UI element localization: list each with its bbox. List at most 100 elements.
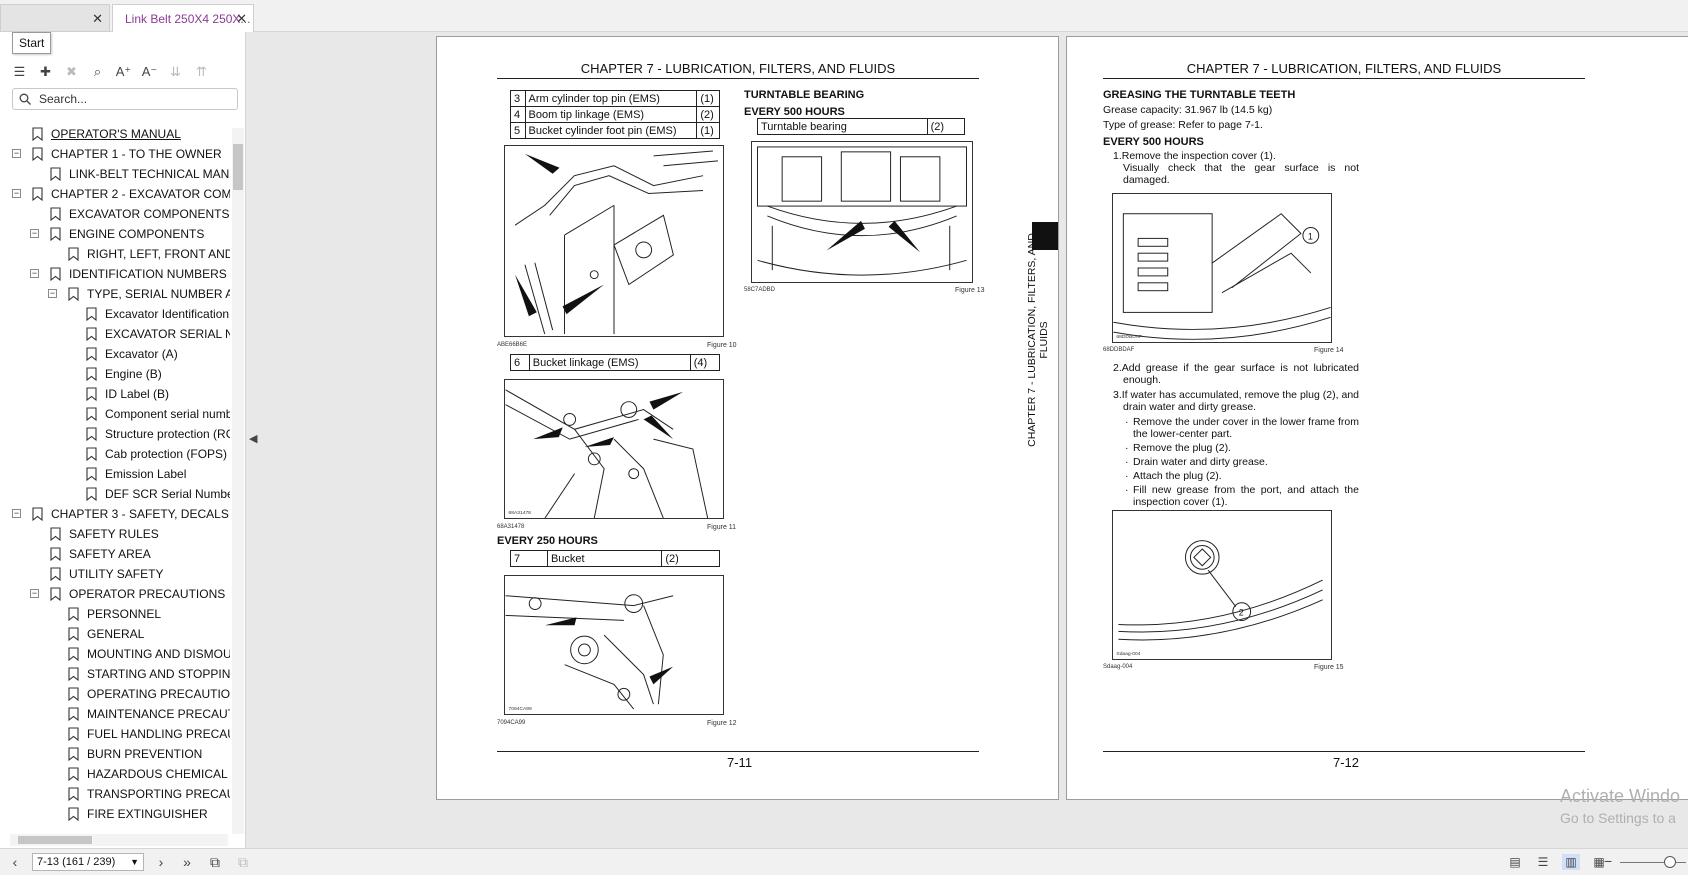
section-heading: EVERY 500 HOURS bbox=[1103, 136, 1204, 148]
bookmarks-panel: arks ☰ ✚ ✖ ⌕ A⁺ A⁻ ⇊ ⇈ Search... OPERATO… bbox=[0, 32, 246, 848]
bookmark-item[interactable]: UTILITY SAFETY bbox=[50, 564, 230, 583]
single-page-view-icon[interactable]: ▤ bbox=[1509, 855, 1521, 869]
bookmark-item[interactable]: IDENTIFICATION NUMBERS bbox=[50, 264, 230, 283]
bookmark-item[interactable]: EXCAVATOR SERIAL NU bbox=[86, 324, 230, 343]
tab-start[interactable]: ✕ bbox=[0, 4, 110, 32]
bullet-marker: · bbox=[1125, 456, 1129, 468]
last-page-icon[interactable]: » bbox=[183, 854, 191, 870]
bookmark-item[interactable]: OPERATOR'S MANUAL bbox=[32, 124, 230, 143]
delete-bookmark-icon[interactable]: ✖ bbox=[66, 63, 77, 79]
collapse-all-icon[interactable]: ⇈ bbox=[196, 63, 207, 79]
bookmark-label: Emission Label bbox=[105, 466, 187, 481]
bookmark-item[interactable]: Engine (B) bbox=[86, 364, 230, 383]
collapse-toggle[interactable]: − bbox=[12, 508, 21, 518]
close-tab-icon[interactable]: ✕ bbox=[236, 11, 247, 26]
copy-icon[interactable]: ⧉ bbox=[210, 853, 220, 870]
bookmark-item[interactable]: MOUNTING AND DISMOUN bbox=[68, 644, 230, 663]
scrollbar-thumb[interactable] bbox=[18, 836, 92, 844]
table-cell: (2) bbox=[926, 118, 966, 135]
zoom-out-icon[interactable]: − bbox=[1604, 853, 1613, 869]
bookmark-item[interactable]: FUEL HANDLING PRECAUTI bbox=[68, 724, 230, 743]
zoom-slider[interactable] bbox=[1620, 862, 1686, 863]
table-cell: 7 bbox=[510, 550, 548, 567]
inner-code: Sdaag-004 bbox=[1116, 651, 1140, 657]
bookmark-icon bbox=[86, 466, 97, 481]
bookmark-icon bbox=[68, 246, 79, 261]
collapse-toggle[interactable]: − bbox=[30, 268, 39, 278]
bookmark-icon bbox=[68, 806, 79, 821]
bookmark-item[interactable]: CHAPTER 2 - EXCAVATOR COMPO bbox=[32, 184, 230, 203]
collapse-toggle[interactable]: − bbox=[48, 288, 57, 298]
bookmark-item[interactable]: CHAPTER 3 - SAFETY, DECALS, AN bbox=[32, 504, 230, 523]
vertical-scrollbar[interactable] bbox=[232, 128, 244, 834]
bookmark-icon bbox=[50, 206, 61, 221]
paste-icon[interactable]: ⧉ bbox=[238, 853, 248, 870]
bookmark-label: CHAPTER 3 - SAFETY, DECALS, AN bbox=[51, 506, 230, 521]
collapse-toggle[interactable]: − bbox=[12, 148, 21, 158]
bookmark-icon bbox=[86, 306, 97, 321]
bookmark-item[interactable]: MAINTENANCE PRECAUTIO bbox=[68, 704, 230, 723]
bookmark-label: EXCAVATOR SERIAL NU bbox=[105, 326, 230, 341]
figure-code: Sdaag-004 bbox=[1103, 664, 1133, 670]
bookmark-item[interactable]: Excavator Identification bbox=[86, 304, 230, 323]
list-view-icon[interactable]: ☰ bbox=[13, 63, 26, 79]
bookmark-item[interactable]: TYPE, SERIAL NUMBER AND bbox=[68, 284, 230, 303]
add-bookmark-icon[interactable]: ✚ bbox=[40, 63, 51, 79]
tab-document[interactable]: Link Belt 250X4 250X... ✕ bbox=[112, 4, 254, 32]
bookmark-item[interactable]: LINK-BELT TECHNICAL MANUA bbox=[50, 164, 230, 183]
bookmark-item[interactable]: GENERAL bbox=[68, 624, 230, 643]
bookmark-icon bbox=[50, 566, 61, 581]
scrollbar-thumb[interactable] bbox=[233, 144, 243, 190]
find-bookmark-icon[interactable]: ⌕ bbox=[93, 63, 102, 79]
bookmark-item[interactable]: SAFETY AREA bbox=[50, 544, 230, 563]
bookmark-item[interactable]: CHAPTER 1 - TO THE OWNER bbox=[32, 144, 230, 163]
bookmark-item[interactable]: EXCAVATOR COMPONENTS bbox=[50, 204, 230, 223]
bookmark-icon bbox=[86, 346, 97, 361]
bookmark-item[interactable]: STARTING AND STOPPING F bbox=[68, 664, 230, 683]
bookmark-icon bbox=[68, 766, 79, 781]
bookmark-item[interactable]: Component serial numb bbox=[86, 404, 230, 423]
zoom-slider-thumb[interactable] bbox=[1664, 856, 1676, 868]
two-page-view-icon[interactable]: ▥ bbox=[1562, 854, 1580, 870]
bookmark-item[interactable]: TRANSPORTING PRECAUTIC bbox=[68, 784, 230, 803]
bookmark-item[interactable]: Emission Label bbox=[86, 464, 230, 483]
bullet-text: Fill new grease from the port, and attac… bbox=[1133, 484, 1359, 496]
bookmark-item[interactable]: OPERATOR PRECAUTIONS bbox=[50, 584, 230, 603]
bookmark-item[interactable]: HAZARDOUS CHEMICAL PR bbox=[68, 764, 230, 783]
bookmark-item[interactable]: SAFETY RULES bbox=[50, 524, 230, 543]
next-page-icon[interactable]: › bbox=[158, 854, 164, 870]
bookmark-item[interactable]: Excavator (A) bbox=[86, 344, 230, 363]
bookmark-item[interactable]: PERSONNEL bbox=[68, 604, 230, 623]
bookmark-item[interactable]: ENGINE COMPONENTS bbox=[50, 224, 230, 243]
section-heading: GREASING THE TURNTABLE TEETH bbox=[1103, 89, 1296, 101]
bookmark-item[interactable]: Structure protection (RC bbox=[86, 424, 230, 443]
collapse-toggle[interactable]: − bbox=[30, 228, 39, 238]
page-number-field[interactable]: 7-13 (161 / 239) ▼ bbox=[32, 853, 144, 871]
continuous-view-icon[interactable]: ☰ bbox=[1537, 855, 1549, 869]
bullet-text: Drain water and dirty grease. bbox=[1133, 456, 1268, 468]
horizontal-scrollbar[interactable] bbox=[10, 834, 228, 846]
bookmark-item[interactable]: RIGHT, LEFT, FRONT AND RI bbox=[68, 244, 230, 263]
bookmark-item[interactable]: DEF SCR Serial Number bbox=[86, 484, 230, 503]
expand-all-icon[interactable]: ⇊ bbox=[170, 63, 181, 79]
bookmark-item[interactable]: OPERATING PRECAUTIONS bbox=[68, 684, 230, 703]
bullet-marker: · bbox=[1125, 416, 1129, 428]
figure-code: 68DDBDAF bbox=[1103, 347, 1135, 353]
bookmark-item[interactable]: BURN PREVENTION bbox=[68, 744, 230, 763]
collapse-toggle[interactable]: − bbox=[30, 588, 39, 598]
turntable-teeth-drawing: 1 68DDBDAF bbox=[1113, 213, 1331, 340]
collapse-panel-icon[interactable]: ◀ bbox=[249, 433, 258, 445]
two-page-continuous-icon[interactable]: ▦ bbox=[1593, 855, 1605, 869]
collapse-toggle[interactable]: − bbox=[12, 188, 21, 198]
bookmark-item[interactable]: Cab protection (FOPS) ( bbox=[86, 444, 230, 463]
decrease-font-icon[interactable]: A⁻ bbox=[141, 63, 158, 79]
increase-font-icon[interactable]: A⁺ bbox=[115, 63, 132, 79]
figure-code: ABE66B6E bbox=[497, 342, 528, 348]
close-tab-icon[interactable]: ✕ bbox=[92, 11, 103, 26]
prev-page-icon[interactable]: ‹ bbox=[12, 854, 18, 870]
search-input[interactable]: Search... bbox=[12, 88, 238, 110]
bookmark-item[interactable]: ID Label (B) bbox=[86, 384, 230, 403]
bookmark-item[interactable]: FIRE EXTINGUISHER bbox=[68, 804, 230, 823]
